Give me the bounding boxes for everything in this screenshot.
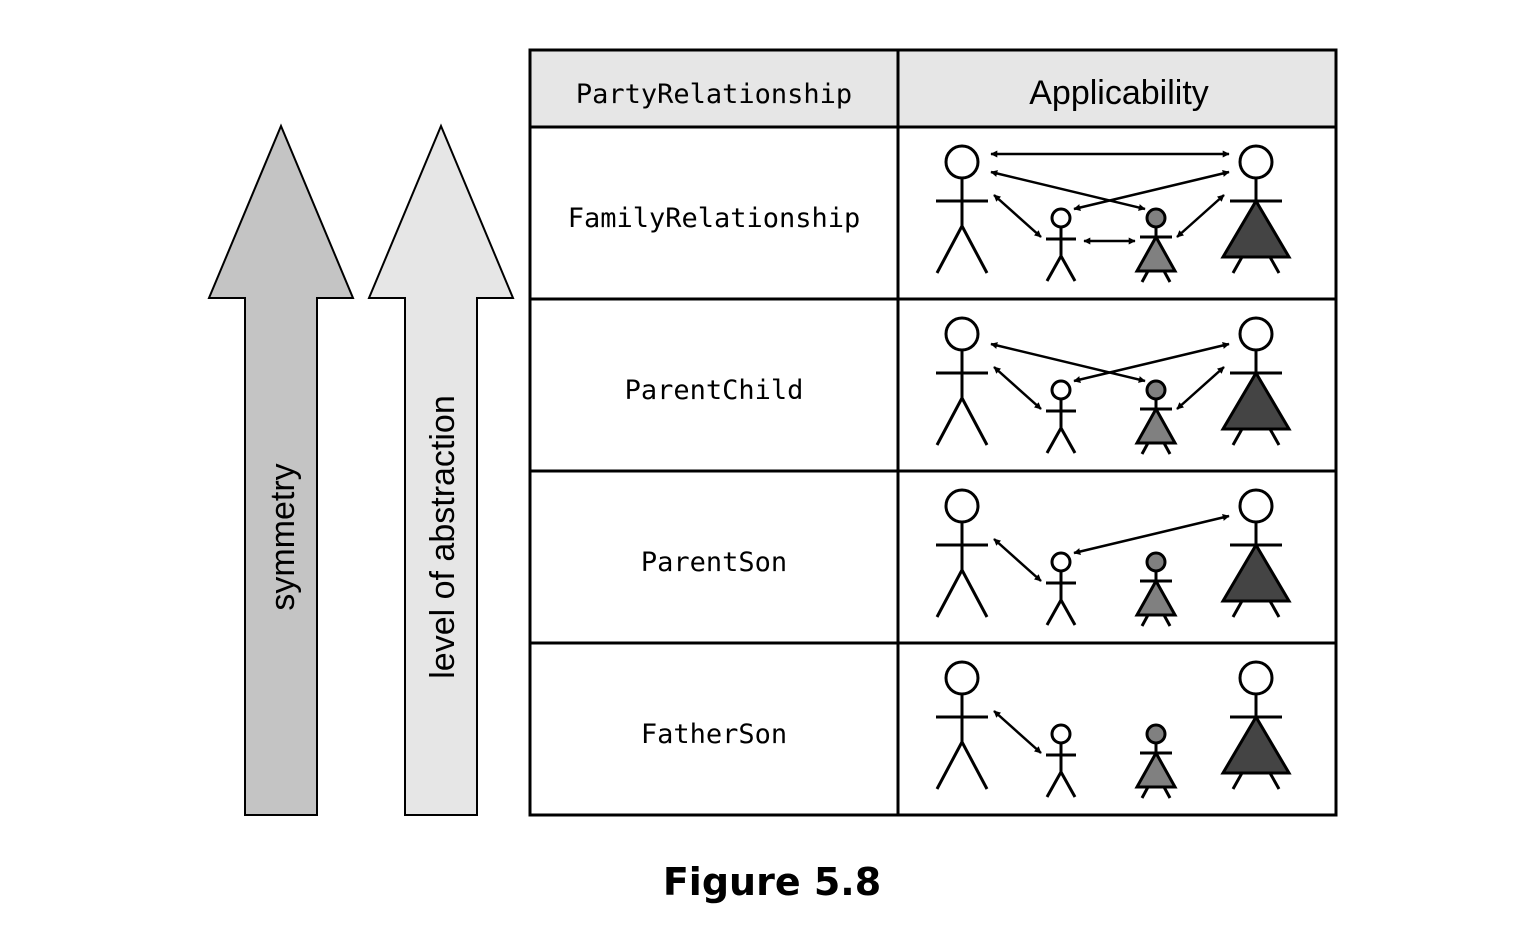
- relation-arrow-mother-daughter: [1176, 366, 1225, 410]
- relation-arrow-mother-daughter: [1176, 194, 1225, 238]
- mother-icon: [1220, 144, 1292, 274]
- father-icon: [935, 144, 989, 274]
- header-applicability: Applicability: [1029, 74, 1209, 112]
- father-icon: [935, 488, 989, 618]
- daughter-icon: [1134, 207, 1178, 283]
- relation-arrow-father-son: [993, 710, 1042, 754]
- relation-arrow-mother-son: [1073, 342, 1230, 383]
- relation-arrow-father-son: [993, 538, 1042, 582]
- mother-icon: [1220, 660, 1292, 790]
- relation-arrow-father-daughter: [990, 170, 1146, 211]
- relation-arrow-father-son: [993, 194, 1042, 238]
- father-icon: [935, 316, 989, 446]
- row-label-parent-son: ParentSon: [641, 547, 787, 578]
- row-label-father-son: FatherSon: [641, 719, 787, 750]
- son-icon: [1045, 379, 1077, 454]
- daughter-icon: [1134, 551, 1178, 627]
- applicability-row-3: [935, 660, 1292, 799]
- son-icon: [1045, 207, 1077, 282]
- applicability-illustrations: [935, 144, 1292, 799]
- abstraction-arrow: level of abstraction: [367, 123, 515, 816]
- applicability-row-2: [935, 488, 1292, 627]
- abstraction-label: level of abstraction: [424, 395, 462, 679]
- applicability-row-0: [935, 144, 1292, 283]
- symmetry-label: symmetry: [264, 463, 302, 610]
- son-icon: [1045, 723, 1077, 798]
- relation-arrow-father-son: [993, 366, 1042, 410]
- father-icon: [935, 660, 989, 790]
- row-label-parent-child: ParentChild: [625, 375, 804, 406]
- header-party-relationship: PartyRelationship: [576, 79, 852, 110]
- symmetry-arrow: symmetry: [207, 123, 355, 816]
- relation-arrow-mother-son: [1073, 514, 1230, 555]
- daughter-icon: [1134, 379, 1178, 455]
- relation-arrow-mother-son: [1073, 170, 1230, 211]
- relationship-table: PartyRelationship Applicability FamilyRe…: [528, 48, 1338, 817]
- row-label-family-relationship: FamilyRelationship: [568, 203, 861, 234]
- figure-caption: Figure 5.8: [663, 860, 881, 904]
- mother-icon: [1220, 488, 1292, 618]
- relation-arrow-father-daughter: [990, 342, 1146, 383]
- mother-icon: [1220, 316, 1292, 446]
- applicability-row-1: [935, 316, 1292, 455]
- daughter-icon: [1134, 723, 1178, 799]
- table-border: [528, 48, 1338, 817]
- table-header-bg: [530, 50, 1336, 127]
- son-icon: [1045, 551, 1077, 626]
